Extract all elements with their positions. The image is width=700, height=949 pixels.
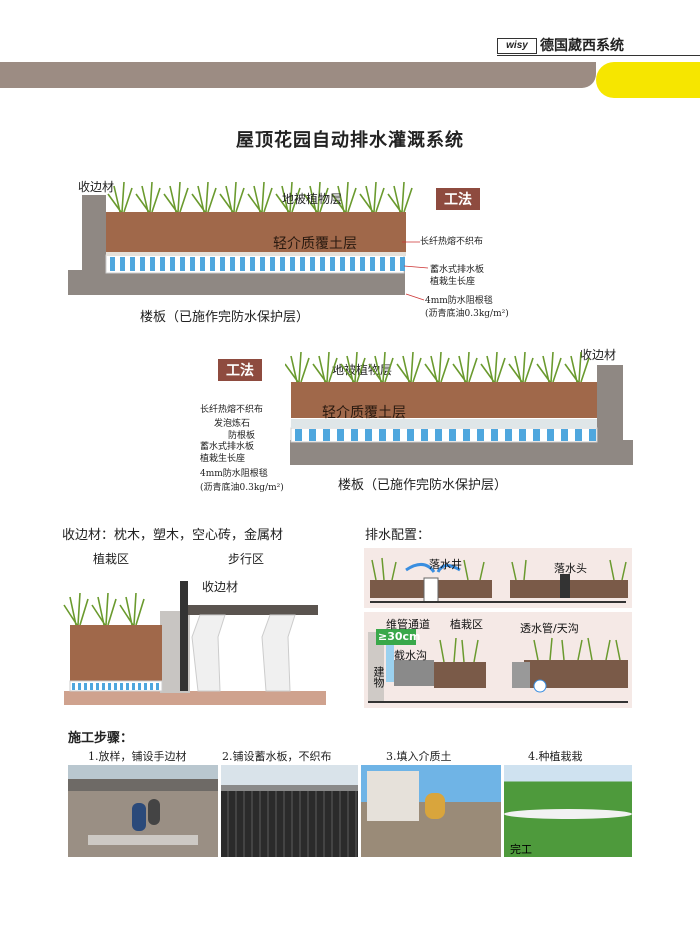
- d1-membrane-note: (沥青底油0.3kg/m²): [425, 309, 509, 319]
- d2-drain-label-2: 植栽生长座: [200, 454, 246, 464]
- d2-edge-wall-shape: [597, 365, 623, 443]
- d2-method-badge: 工法: [218, 359, 262, 381]
- d2-soil-label: 轻介质覆土层: [322, 405, 406, 421]
- d1-fabric-label: 长纤热熔不织布: [420, 237, 484, 247]
- drain-well-label: 落水井: [429, 558, 462, 571]
- d2-pebbles-label: 发泡炼石: [214, 419, 251, 429]
- d2-fabric-label: 长纤热熔不织布: [200, 405, 264, 415]
- perforated-label: 透水管/天沟: [520, 622, 579, 635]
- d2-floor-label: 楼板（已施作完防水保护层）: [338, 478, 508, 493]
- d1-plant-label: 地被植物层: [282, 192, 343, 206]
- drain-panel-bottom: 维管通道 植栽区 ≥30cm 截水沟 建物 透水管/天沟: [364, 612, 632, 708]
- drain-config-title: 排水配置：: [365, 528, 431, 543]
- header-band: [0, 62, 596, 88]
- d1-floor-label: 楼板（已施作完防水保护层）: [140, 310, 310, 325]
- d1-method-badge: 工法: [436, 188, 480, 210]
- header-yellow-tab: [596, 62, 700, 98]
- d2-drain-label-1: 蓄水式排水板: [200, 442, 255, 452]
- distance-label: ≥30cm: [378, 630, 421, 643]
- s3-edge-label: 收边材: [202, 580, 239, 594]
- d1-membrane-label: 4mm防水阻根毯: [425, 296, 493, 306]
- pipe-channel-label: 维管通道: [386, 618, 430, 631]
- diagram2-cross-section: [285, 351, 633, 465]
- drain-panel-top: 落水井 落水头: [364, 548, 632, 608]
- edge-materials-line: 收边材：枕木，塑木，空心砖，金属材: [62, 528, 284, 543]
- step-3-photo: [361, 765, 501, 857]
- steps-title: 施工步骤：: [68, 731, 134, 746]
- edge-wall-shape: [82, 195, 106, 273]
- drain-planting-label: 植栽区: [450, 618, 483, 631]
- walk-zone-label: 步行区: [228, 552, 265, 566]
- gutter-label: 截水沟: [394, 649, 427, 662]
- brand-name: 德国葳西系统: [540, 38, 624, 54]
- step-4-caption: 完工: [510, 843, 532, 856]
- d1-drain-label-1: 蓄水式排水板: [430, 265, 485, 275]
- d1-edge-label: 收边材: [78, 180, 115, 194]
- d2-membrane-label: 4mm防水阻根毯: [200, 469, 268, 479]
- d1-drain-label-2: 植栽生长座: [430, 277, 476, 287]
- step-3-label: 3.填入介质土: [386, 750, 452, 763]
- floor-slab-shape: [68, 270, 405, 295]
- planting-zone-label: 植栽区: [93, 552, 130, 566]
- step-1-label: 1.放样，铺设手边材: [88, 750, 187, 763]
- d1-leader-lines: [402, 241, 429, 301]
- brand-underline: [497, 55, 700, 56]
- drain-head-label: 落水头: [554, 562, 587, 575]
- diagram1-cross-section: [68, 181, 413, 295]
- d2-membrane-note: (沥青底油0.3kg/m²): [200, 483, 284, 493]
- section3-diagram: [63, 581, 326, 705]
- step-2-label: 2.铺设蓄水板，不织布: [222, 750, 332, 763]
- step-4-label: 4.种植栽栽: [528, 750, 583, 763]
- soil-layer-shape: [106, 212, 406, 254]
- d2-root-board-label: 防根板: [228, 431, 256, 441]
- building-label: 建物: [372, 666, 385, 688]
- step-1-photo: [68, 765, 218, 857]
- brand-logo: wisy: [497, 38, 537, 54]
- d1-soil-label: 轻介质覆土层: [273, 236, 357, 252]
- step-2-photo: [221, 765, 358, 857]
- page-title: 屋顶花园自动排水灌溉系统: [236, 130, 464, 151]
- step-4-photo: 完工: [504, 765, 632, 857]
